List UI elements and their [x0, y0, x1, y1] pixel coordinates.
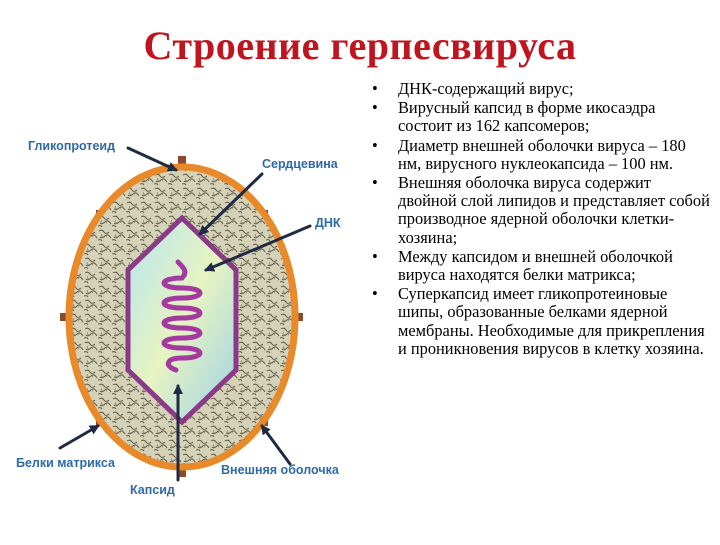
- list-item: •Суперкапсид имеет гликопротеиновые шипы…: [372, 284, 705, 358]
- bullet-marker: •: [372, 173, 378, 193]
- bullet-marker: •: [372, 98, 378, 118]
- label-core: Сердцевина: [262, 157, 338, 171]
- bullet-marker: •: [372, 284, 378, 304]
- page-title: Строение герпесвируса: [143, 23, 577, 68]
- facts-list: •ДНК-содержащий вирус; •Вирусный капсид …: [366, 79, 711, 359]
- list-item: •ДНК-содержащий вирус;: [372, 79, 574, 98]
- pointer-arrows: [58, 146, 312, 482]
- bullet-marker: •: [372, 135, 378, 155]
- virus-illustration: [58, 146, 312, 482]
- list-item: •Вирусный капсид в форме икосаэдра состо…: [372, 98, 656, 136]
- label-capsid: Капсид: [130, 483, 175, 497]
- list-item: •Внешняя оболочка вируса содержит двойно…: [372, 173, 710, 247]
- bullet-marker: •: [372, 246, 378, 266]
- label-outer-shell: Внешняя оболочка: [221, 463, 339, 477]
- list-item: •Между капсидом и внешней оболочкой виру…: [372, 246, 673, 285]
- virus-diagram: Гликопротеид Сердцевина ДНК Белки матрик…: [0, 130, 380, 540]
- label-dna: ДНК: [315, 216, 341, 230]
- label-matrix-proteins: Белки матрикса: [16, 456, 115, 470]
- dna-strand: [161, 259, 203, 373]
- label-glycoprotein: Гликопротеид: [28, 139, 116, 153]
- list-item: •Диаметр внешней оболочки вируса – 180 н…: [372, 135, 686, 173]
- bullet-marker: •: [372, 79, 378, 98]
